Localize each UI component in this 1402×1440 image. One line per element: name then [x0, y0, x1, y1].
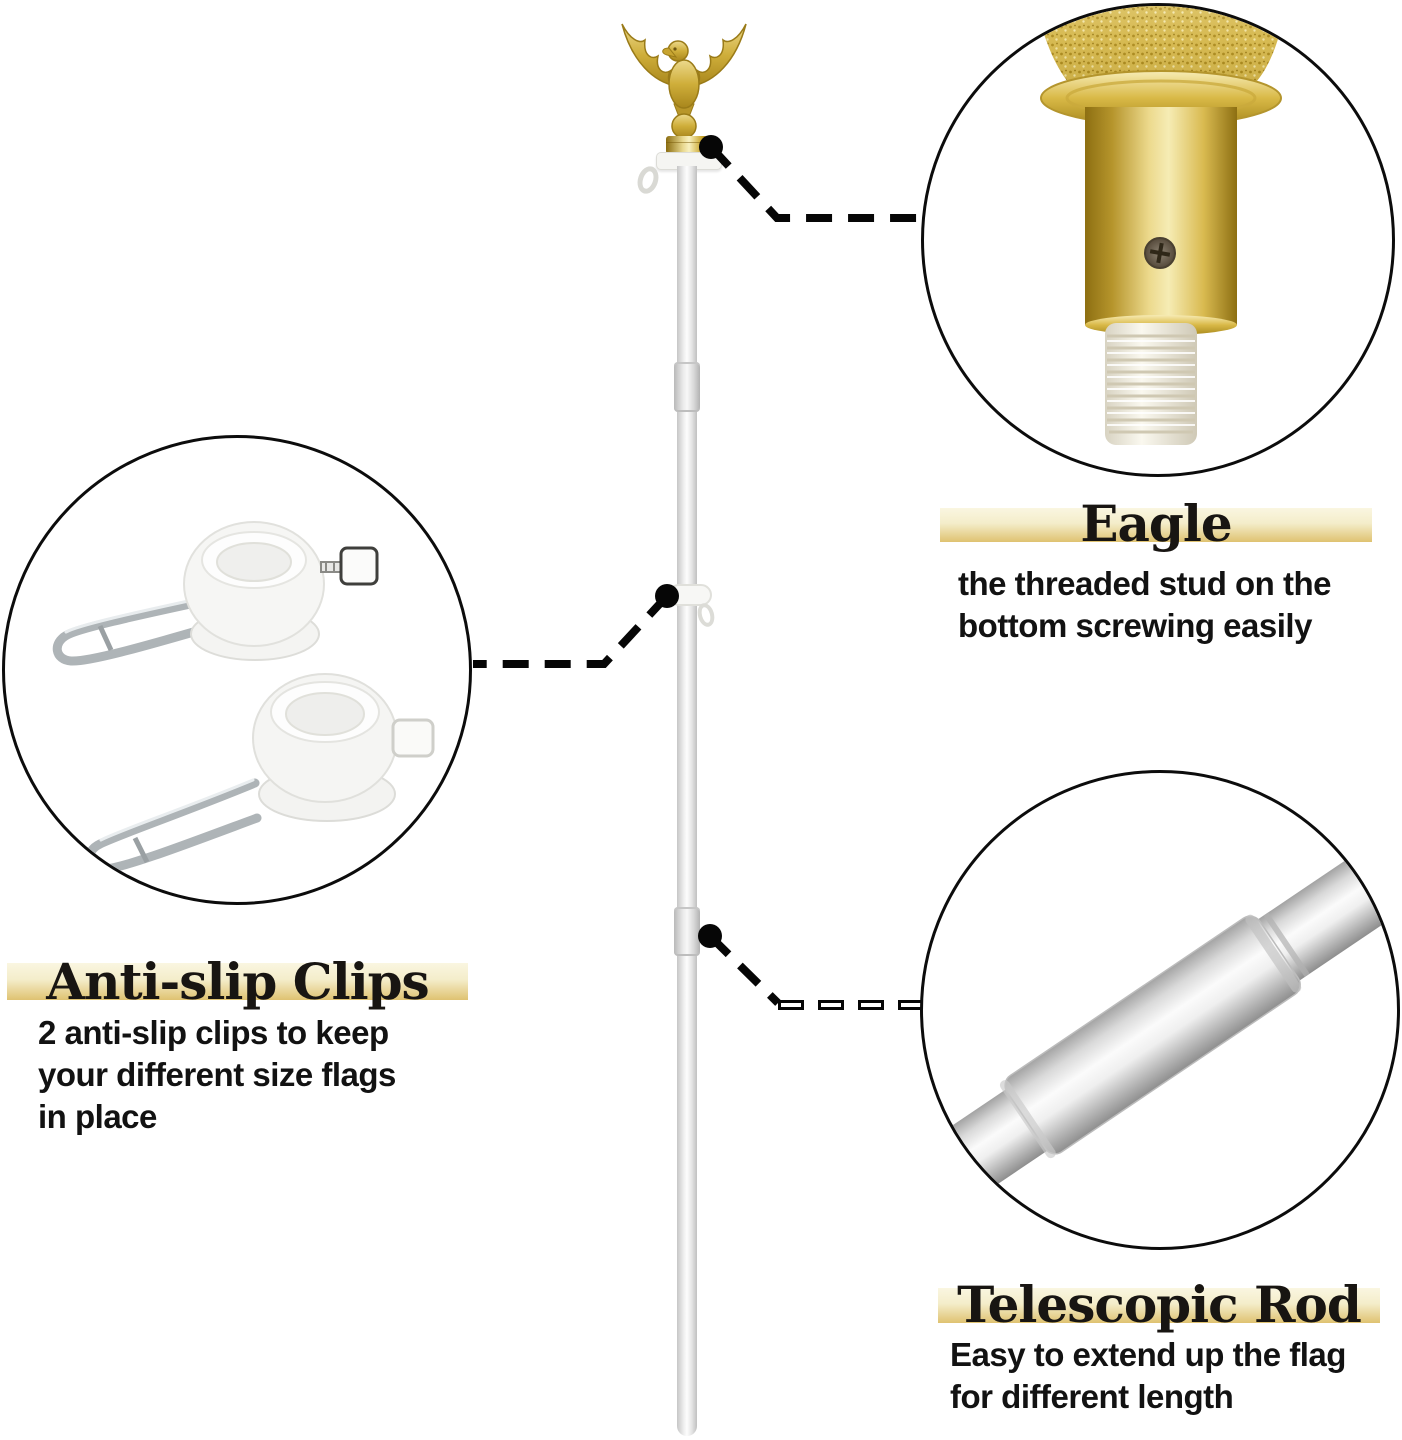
clip-top	[52, 521, 379, 666]
eagle-base-zoom-photo	[1037, 6, 1286, 445]
clips-title: Anti-slip Clips	[46, 952, 429, 1011]
pole-joint-sleeve-upper	[674, 362, 700, 412]
telescopic-rod-photo	[923, 807, 1397, 1247]
rod-detail-circle	[920, 770, 1400, 1250]
eagle-title-band: Eagle	[940, 499, 1372, 549]
pole-joint-sleeve-lower	[674, 907, 700, 956]
flag-clip-pin	[695, 601, 717, 629]
clips-description-line: your different size flags	[38, 1056, 396, 1093]
eagle-description-line: the threaded stud on the	[958, 565, 1332, 602]
clip-bottom	[84, 673, 435, 874]
rod-description-line: for different length	[950, 1378, 1234, 1415]
rod-description-line: Easy to extend up the flag	[950, 1336, 1346, 1373]
rod-title-band: Telescopic Rod	[938, 1280, 1380, 1330]
pole-shaft	[677, 166, 697, 1436]
anti-slip-clips-photo	[52, 521, 435, 874]
clips-title-band: Anti-slip Clips	[7, 957, 468, 1007]
eagle-title: Eagle	[1080, 494, 1232, 553]
clips-description-line: 2 anti-slip clips to keep	[38, 1014, 389, 1051]
rod-description: Easy to extend up the flag for different…	[950, 1334, 1346, 1418]
rod-title: Telescopic Rod	[957, 1275, 1362, 1334]
clips-description: 2 anti-slip clips to keep your different…	[38, 1012, 396, 1138]
eagle-description-line: bottom screwing easily	[958, 607, 1312, 644]
clips-description-line: in place	[38, 1098, 157, 1135]
clips-detail-circle	[2, 435, 472, 905]
eagle-description: the threaded stud on the bottom screwing…	[958, 563, 1332, 647]
eagle-topper-icon	[621, 23, 747, 139]
eagle-ferrule	[666, 136, 708, 154]
eagle-detail-circle	[921, 3, 1395, 477]
